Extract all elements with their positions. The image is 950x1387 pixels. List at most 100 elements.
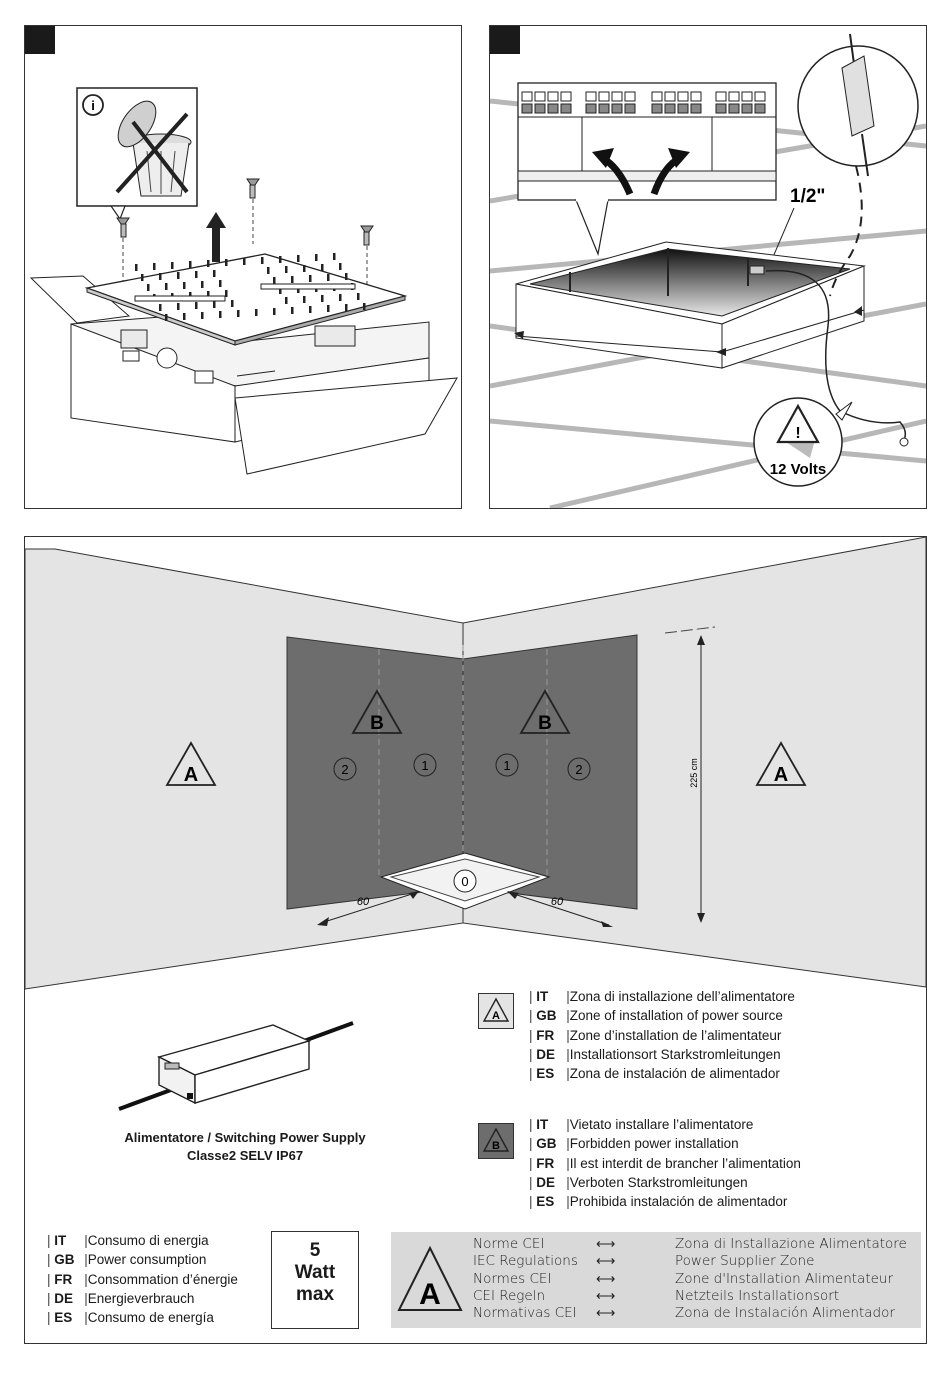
separator: | [529, 1046, 537, 1062]
double-arrow-icon: ⟷ [596, 1253, 616, 1270]
language-code: DE [536, 1174, 556, 1190]
translated-text: Consommation d’énergie [87, 1271, 238, 1287]
nozzle [189, 261, 192, 268]
nozzle [135, 264, 138, 271]
separator: | [566, 1008, 570, 1024]
ceiling-tile [598, 91, 610, 102]
nozzle [285, 297, 288, 304]
translated-text: Installationsort Starkstromleitungen [569, 1046, 781, 1062]
power-value-box: 5 Watt max [271, 1231, 359, 1329]
translated-text: Consumo di energia [87, 1233, 209, 1248]
double-arrow-icon: ⟷ [596, 1305, 616, 1322]
nozzle [183, 313, 186, 320]
double-arrow-icon: ⟷ [596, 1287, 616, 1304]
nozzle [165, 314, 168, 321]
zone-a-icon: A [165, 741, 217, 786]
language-code: GB [536, 1008, 557, 1024]
depth-left-label: 60 [357, 896, 370, 908]
depth-right-label: 60 [551, 896, 564, 908]
norm-standard: Norme CEI [473, 1236, 545, 1252]
nozzle [201, 281, 204, 288]
ceiling-tile [547, 103, 559, 114]
legend-a-row: | FR|Zone d’installation de l’alimentate… [529, 1028, 781, 1043]
nozzle [159, 304, 162, 311]
height-label: 225 cm [689, 758, 699, 788]
ceiling-tile [560, 103, 572, 114]
separator: | [529, 1117, 537, 1132]
ceiling-tile [728, 91, 740, 102]
legend-b-row: | ES|Prohibida instalación de alimentado… [529, 1194, 787, 1209]
nozzle [291, 276, 294, 283]
power-supply-illustration [118, 1021, 354, 1111]
ceiling-tile [754, 103, 766, 114]
language-code: GB [54, 1252, 75, 1268]
separator: | [529, 1136, 537, 1152]
separator: | [566, 1046, 570, 1062]
nozzle [291, 307, 294, 314]
translated-text: Power consumption [87, 1252, 207, 1268]
translated-text: Vietato installare l’alimentatore [569, 1117, 754, 1132]
nozzle [309, 275, 312, 282]
nozzle [339, 294, 342, 301]
norms-zone-a-icon: A [397, 1245, 463, 1311]
separator: | [529, 1194, 537, 1210]
ceiling-tile [690, 103, 702, 114]
translated-text: Zone d’installation de l’alimentateur [569, 1027, 782, 1043]
panel-zones: 60 60 225 cm A A B B 2 [24, 536, 927, 1344]
transformer-bubble [797, 33, 919, 297]
separator: | [529, 989, 537, 1004]
separator: | [566, 1174, 570, 1190]
separator: | [566, 1117, 570, 1132]
legend-a-row: | IT|Zona di installazione dell’alimenta… [529, 989, 795, 1004]
ceiling-tile [741, 91, 753, 102]
nozzle [261, 257, 264, 264]
svg-text:B: B [370, 713, 384, 734]
svg-text:2: 2 [341, 762, 348, 777]
caption-line: Classe2 SELV IP67 [186, 1148, 304, 1163]
norm-standard: CEI Regeln [473, 1287, 546, 1304]
separator: | [566, 1194, 570, 1210]
nozzle [213, 301, 216, 308]
nozzle [165, 283, 168, 290]
norm-zone: Zona di Installazione Alimentatore [675, 1236, 907, 1252]
nozzle [177, 303, 180, 310]
ceiling-tile [585, 91, 597, 102]
nozzle [321, 295, 324, 302]
svg-text:A: A [184, 764, 198, 786]
translated-text: Zona di installazione dell’alimentatore [569, 989, 795, 1004]
nozzle [183, 282, 186, 289]
nozzle [345, 304, 348, 311]
power-qualifier: max [295, 1284, 335, 1305]
language-code: IT [54, 1233, 67, 1248]
ceiling-tile [534, 91, 546, 102]
nozzle [279, 256, 282, 263]
ceiling-tile [754, 91, 766, 102]
consumption-row: | IT|Consumo di energia [47, 1233, 209, 1248]
separator: | [47, 1310, 55, 1326]
info-bubble: i [76, 87, 198, 221]
nozzle [159, 273, 162, 280]
nozzle [315, 254, 318, 261]
consumption-row: | FR|Consommation d’énergie [47, 1272, 238, 1287]
step-marker [490, 26, 520, 54]
svg-text:A: A [492, 1010, 500, 1022]
ceiling-tile [624, 91, 636, 102]
language-code: ES [536, 1066, 555, 1082]
svg-text:A: A [774, 764, 788, 786]
nozzle [345, 273, 348, 280]
ceiling-tile [741, 103, 753, 114]
zone-b-icon: B [351, 689, 403, 734]
ceiling-tile [624, 103, 636, 114]
ceiling-tile [664, 91, 676, 102]
lift-arrow-icon [206, 212, 226, 262]
legend-a-row: | DE|Installationsort Starkstromleitunge… [529, 1047, 781, 1062]
separator: | [84, 1252, 88, 1268]
svg-text:!: ! [795, 425, 800, 442]
nozzle [339, 263, 342, 270]
svg-text:1: 1 [421, 758, 428, 773]
nozzle [273, 308, 276, 315]
ceiling-tile [677, 91, 689, 102]
translated-text: Energieverbrauch [87, 1290, 195, 1306]
detail-bubble [517, 82, 777, 257]
norm-zone: Zona de Instalación Alimentador [675, 1305, 895, 1322]
